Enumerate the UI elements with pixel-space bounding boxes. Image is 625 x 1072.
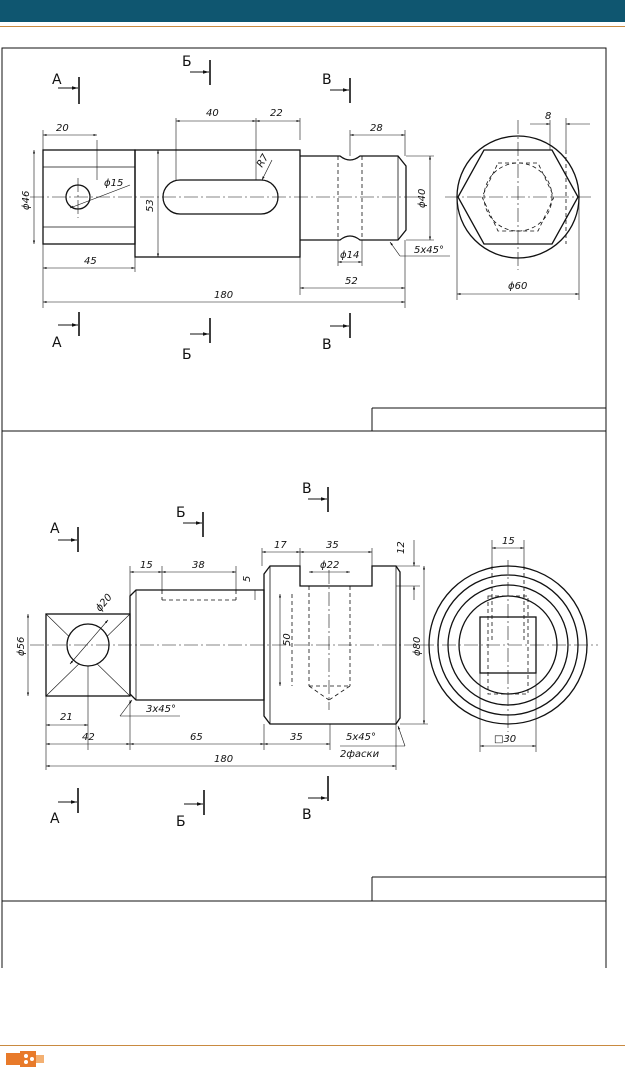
dim-53: 53 [145,199,156,212]
dim-phi20: ϕ20 [94,592,115,614]
dim-35: 35 [290,732,303,743]
footer-rule [0,1045,625,1046]
part-2-end-centerlines [420,560,598,732]
dim-35-top: 35 [326,540,339,551]
dim-15-right: 15 [502,536,515,547]
dim-phi56: ϕ56 [16,637,27,656]
dim-phi60: ϕ60 [508,281,527,292]
header-rule [0,26,625,27]
dim-square-30: □30 [494,734,516,745]
drawing-2-frame [1,430,607,968]
section-label-b-bottom: Б [182,347,192,363]
publisher-logo-icon [6,1051,44,1067]
section-label-v-bottom-2: В [302,807,312,823]
dim-phi80: ϕ80 [412,637,423,656]
part-1-end-centerlines [445,120,592,270]
dim-20: 20 [56,123,69,134]
dim-5: 5 [242,576,253,582]
dim-21: 21 [60,712,73,723]
section-label-b-bottom-2: Б [176,814,186,830]
dim-chamfer-3x45: 3x45° [146,704,176,715]
dim-phi15: ϕ15 [104,178,123,189]
section-label-a-top: А [52,72,62,88]
dim-180: 180 [214,754,233,765]
section-label-b-top-2: Б [176,505,186,521]
dim-two-chamfers: 2фаски [340,749,380,760]
dim-12: 12 [396,541,407,554]
part-1-front-view [42,149,407,258]
dim-8: 8 [545,111,551,122]
dim-17: 17 [274,540,287,551]
part-1-centerline [30,178,420,218]
part-2-centerline [30,570,420,710]
dim-50: 50 [282,633,293,646]
section-label-v-bottom: В [322,337,332,353]
dim-42: 42 [82,732,95,743]
dim-phi46: ϕ46 [21,191,32,210]
part-1-hidden-lines [337,156,363,240]
dim-45: 45 [84,256,97,267]
dim-38: 38 [192,560,205,571]
dim-52: 52 [345,276,358,287]
dim-15: 15 [140,560,153,571]
section-label-v-top-2: В [302,481,312,497]
dim-22: 22 [270,108,283,119]
dim-phi22: ϕ22 [320,560,339,571]
part-1-dimensions [32,118,590,308]
section-markers-2 [58,487,329,815]
header-bar [0,0,625,22]
part-1-dim-texts: 20 40 22 28 8 ϕ15 R7 ϕ46 53 ϕ40 ϕ14 5x45… [21,108,551,301]
section-label-v-top: В [322,72,332,88]
dim-chamfer-5x45: 5x45° [414,245,444,256]
dim-chamfer-5x45: 5x45° [346,732,376,743]
section-label-b-top: Б [182,54,192,70]
dim-28: 28 [370,123,383,134]
dim-r7: R7 [255,152,272,170]
dim-40: 40 [206,108,219,119]
section-label-a-top-2: А [50,521,60,537]
dim-phi14: ϕ14 [340,250,359,261]
dim-phi40: ϕ40 [417,189,428,208]
section-label-a-bottom: А [52,335,62,351]
dim-65: 65 [190,732,203,743]
part-2-hidden-lines [161,586,351,701]
dim-180: 180 [214,290,233,301]
part-2-dimensions [26,540,537,770]
section-label-a-bottom-2: А [50,811,60,827]
section-markers-1 [58,60,351,343]
